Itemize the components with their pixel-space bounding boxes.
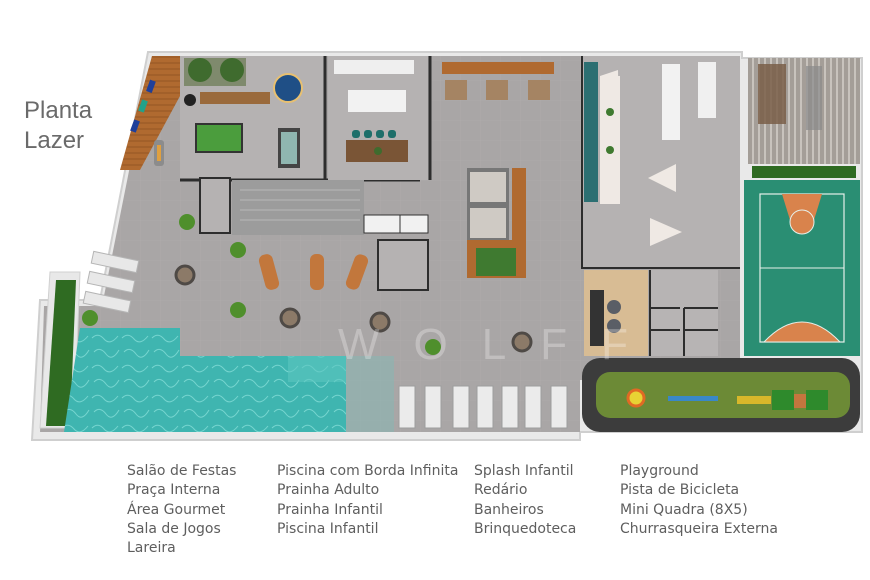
legend-column-3: Splash Infantil Redário Banheiros Brinqu… <box>474 462 576 539</box>
legend-item: Praça Interna <box>127 482 221 499</box>
floor-plan <box>30 51 863 441</box>
legend-item: Pista de Bicicleta <box>620 482 740 499</box>
churrasqueira-externa <box>748 58 860 178</box>
playground <box>626 388 828 410</box>
pista-de-bicicleta <box>582 358 860 432</box>
legend-item: Piscina Infantil <box>277 520 379 537</box>
legend-item: Área Gourmet <box>127 501 226 518</box>
legend-item: Splash Infantil <box>474 463 574 479</box>
lareira-deck <box>120 56 180 170</box>
plan-title-line1: Planta <box>24 97 93 124</box>
sun-loungers-left <box>82 250 140 314</box>
redario <box>258 254 369 290</box>
legend-item: Piscina com Borda Infinita <box>277 463 459 479</box>
area-gourmet <box>582 56 740 268</box>
restroom <box>377 239 429 291</box>
mini-quadra <box>744 180 860 356</box>
brinquedoteca <box>584 270 648 356</box>
legend-item: Sala de Jogos <box>127 520 221 537</box>
infinity-pool <box>64 328 346 432</box>
sala-de-jogos <box>180 56 325 181</box>
legend-item: Banheiros <box>474 501 544 518</box>
legend-item: Playground <box>620 463 699 479</box>
splash-infantil <box>346 356 394 432</box>
legend-item: Brinquedoteca <box>474 520 577 537</box>
legend-item: Redário <box>474 482 528 499</box>
stair-core <box>199 177 429 235</box>
salao-de-festas <box>328 56 428 180</box>
plan-title: Planta Lazer <box>24 96 92 156</box>
legend-item: Salão de Festas <box>127 463 237 479</box>
banheiros <box>649 270 718 356</box>
praca-interna <box>442 62 554 278</box>
plan-title-line2: Lazer <box>24 127 85 154</box>
legend-column-2: Piscina com Borda Infinita Prainha Adult… <box>277 462 458 539</box>
sun-loungers-bottom <box>398 385 568 429</box>
legend-item: Churrasqueira Externa <box>620 520 778 537</box>
legend-item: Lareira <box>127 540 176 557</box>
legend-item: Prainha Adulto <box>277 482 380 499</box>
plants <box>82 214 441 355</box>
vertical-garden <box>46 280 76 426</box>
legend-item: Prainha Infantil <box>277 501 383 518</box>
legend-column-1: Salão de Festas Praça Interna Área Gourm… <box>127 462 236 558</box>
legend-item: Mini Quadra (8X5) <box>620 501 748 518</box>
watermark: WOLFF <box>338 320 662 369</box>
legend-column-4: Playground Pista de Bicicleta Mini Quadr… <box>620 462 778 539</box>
outdoor-tables <box>174 264 533 353</box>
pool-table-icon <box>195 123 243 153</box>
